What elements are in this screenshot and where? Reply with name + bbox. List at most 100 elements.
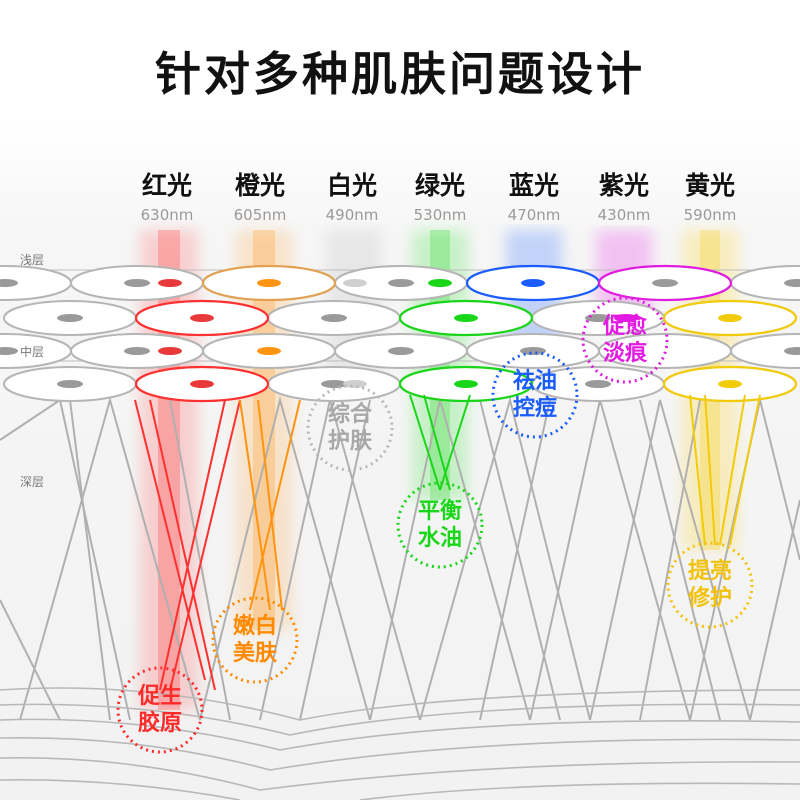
nucleus: [0, 279, 18, 287]
layer-labels: 浅层 中层 深层: [20, 253, 44, 489]
yellow-nucleus: [718, 314, 742, 322]
light-header-purple: 紫光 430nm: [564, 166, 684, 224]
yellow-ray: [689, 394, 706, 546]
bottom-tissue: [0, 687, 800, 800]
light-wavelength: 430nm: [597, 206, 651, 224]
effect-blue-line1: 祛油: [513, 368, 557, 394]
light-name: 蓝光: [508, 171, 559, 200]
white-nucleus: [343, 279, 367, 287]
light-name: 白光: [326, 171, 377, 200]
layer-label-middle: 中层: [20, 344, 44, 359]
light-header-orange: 橙光 605nm: [200, 166, 320, 224]
light-wavelength: 490nm: [325, 206, 379, 224]
penetration-lines: [134, 394, 761, 691]
yellow-cell: [662, 299, 798, 337]
light-name: 橙光: [234, 171, 285, 200]
nucleus: [388, 347, 414, 355]
green-cell: [398, 365, 534, 403]
nucleus: [585, 380, 611, 388]
light-wavelength: 470nm: [507, 206, 561, 224]
green-nucleus: [454, 380, 478, 388]
green-nucleus: [454, 314, 478, 322]
effect-green-line2: 水油: [418, 526, 462, 551]
effect-red-line2: 胶原: [138, 710, 182, 736]
red-ray: [169, 399, 241, 691]
light-wavelength: 630nm: [140, 206, 194, 224]
green-ray: [409, 394, 441, 491]
white-nucleus: [343, 380, 367, 388]
blue-nucleus: [521, 279, 545, 287]
badge-ring-orange: [211, 596, 299, 684]
green-ray: [439, 394, 471, 491]
red-nucleus: [190, 314, 214, 322]
lattice-line: [529, 399, 691, 721]
green-cell: [398, 299, 534, 337]
effect-orange-line2: 美肤: [233, 640, 278, 666]
effect-white-line2: 护肤: [328, 429, 373, 454]
nucleus: [652, 279, 678, 287]
layer-label-deep: 深层: [20, 475, 44, 489]
effect-yellow-line1: 提亮: [688, 558, 732, 584]
badge-ring-green: [396, 481, 484, 569]
nucleus: [321, 314, 347, 322]
effect-red-line1: 促生: [137, 684, 182, 709]
red-ray: [134, 399, 206, 681]
yellow-ray: [704, 394, 716, 546]
lattice-line: [639, 399, 721, 721]
nucleus: [124, 279, 150, 287]
light-header-red: 红光 630nm: [107, 166, 227, 224]
orange-ray: [239, 399, 271, 611]
yellow-nucleus: [718, 380, 742, 388]
nucleus: [57, 314, 83, 322]
effect-yellow-line2: 修护: [687, 585, 732, 611]
red-cell: [134, 365, 270, 403]
badge-ring-red: [116, 666, 204, 754]
red-cell: [134, 299, 270, 337]
effect-purple-line1: 促愈: [602, 313, 648, 339]
badge-ring-blue: [491, 351, 579, 439]
nucleus: [57, 380, 83, 388]
highlighted-cells: [134, 264, 798, 403]
lattice-line: [589, 399, 751, 721]
light-wavelength: 605nm: [233, 206, 287, 224]
effect-blue-line2: 控痘: [513, 395, 557, 421]
red-nucleus: [158, 347, 182, 355]
purple-nucleus: [614, 314, 638, 322]
layer-label-shallow: 浅层: [20, 253, 44, 267]
yellow-ray: [719, 394, 746, 546]
badge-ring-purple: [581, 296, 669, 384]
yellow-ray: [729, 394, 761, 546]
orange-nucleus: [257, 347, 281, 355]
light-header-green: 绿光 530nm: [380, 166, 500, 224]
light-name: 红光: [141, 171, 192, 200]
lattice-line: [299, 399, 371, 721]
tissue-curve: [0, 703, 800, 736]
red-nucleus: [158, 279, 182, 287]
cell: [730, 333, 800, 369]
tissue-curve: [0, 736, 800, 771]
red-ray: [149, 399, 216, 691]
red-ray: [159, 399, 226, 691]
lattice-line: [479, 399, 551, 721]
orange-ray: [249, 399, 301, 611]
lattice-line: [19, 396, 201, 721]
light-wavelength: 590nm: [683, 206, 737, 224]
orange-cell: [201, 264, 337, 302]
badge-ring-yellow: [666, 541, 754, 629]
nucleus: [124, 347, 150, 355]
effect-white-line1: 综合: [328, 401, 373, 427]
nucleus: [520, 347, 546, 355]
effect-green-line1: 平衡: [418, 498, 462, 524]
effect-purple-line2: 淡痕: [603, 340, 648, 366]
yellow-cell: [662, 365, 798, 403]
lattice-line: [169, 399, 231, 721]
effect-texts: 促生 胶原 嫩白 美肤 综合 护肤 平衡 水油 祛油 控痘 促愈 淡痕 提亮 修…: [137, 313, 732, 736]
green-nucleus: [428, 279, 452, 287]
nucleus: [784, 279, 800, 287]
light-header-blue: 蓝光 470nm: [474, 166, 594, 224]
page-title: 针对多种肌肤问题设计: [155, 47, 645, 101]
effect-orange-line1: 嫩白: [233, 613, 277, 639]
nucleus: [784, 347, 800, 355]
